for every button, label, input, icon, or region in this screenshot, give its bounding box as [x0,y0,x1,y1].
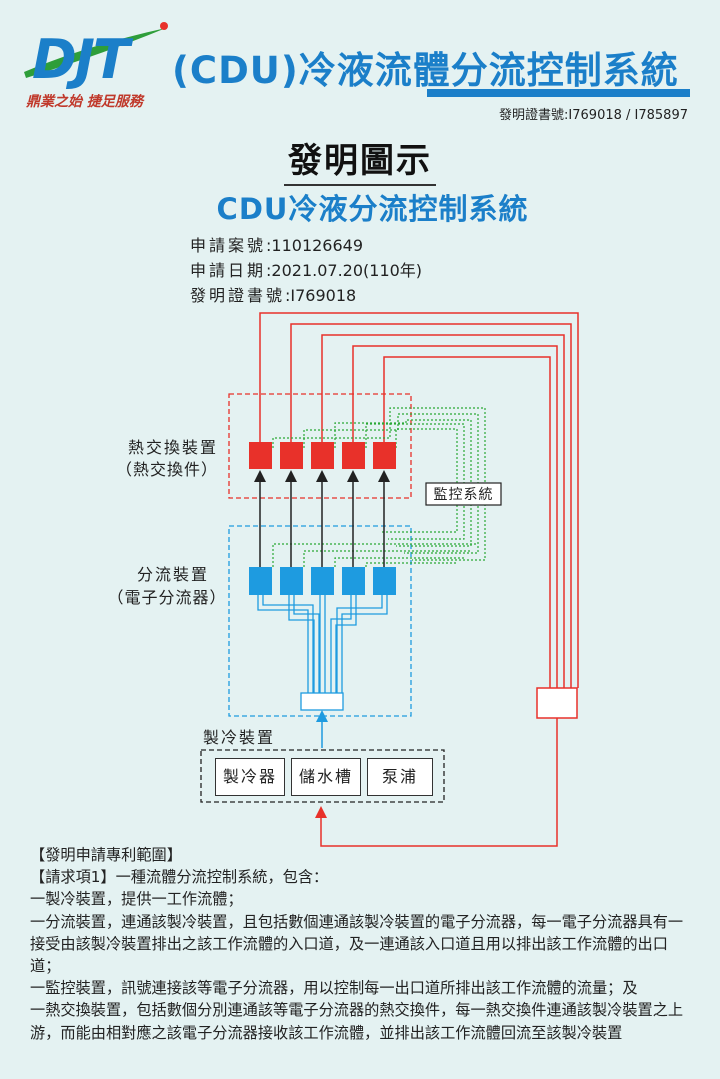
claim-line: 【請求項1】一種流體分流控制系統，包含： [30,868,329,887]
meta-value: I769018 [290,286,357,305]
manifold-box [300,692,344,711]
claims-section: 【發明申請專利範圍】 【請求項1】一種流體分流控制系統，包含： 一製冷裝置，提供… [30,844,696,1044]
heat-exchanger-label: 熱交換裝置 [127,438,218,457]
meta-value: 110126649 [271,236,364,255]
brand-title: (CDU)冷液流體分流控制系統 [172,49,679,92]
slogan: 鼎業之始 捷足服務 [26,94,143,110]
system-diagram [200,312,579,847]
monitor-signal-lines [272,407,486,567]
claim-line: 一分流裝置，連通該製冷裝置，且包括數個連通該製冷裝置的電子分流器，每一電子分流器… [30,912,684,976]
djt-logo: DJT [24,22,168,91]
meta-key: 發明證書號 [190,286,286,305]
blue-distribution-lines [257,595,388,693]
heat-exchanger-units [249,442,396,469]
meta-key: 申請案號 [190,236,267,255]
monitor-system-box [425,482,502,506]
pump-box: 泵浦 [367,758,433,796]
meta-row: 發明證書號:I769018 [190,286,357,305]
splitter-frame [228,525,412,717]
meta-row: 申請案號:110126649 [190,236,364,255]
figure-heading: 發明圖示 [0,133,720,186]
collector-box [536,687,578,719]
flow-arrows [254,470,390,567]
chiller-box: 製冷器 [215,758,285,796]
monitor-system-label: 監控系統 [433,487,494,503]
claim-line: 一熱交換裝置，包括數個分別連通該等電子分流器的熱交換件，每一熱交換件連通該製冷裝… [30,1001,684,1042]
meta-row: 申請日期:2021.07.20(110年) [190,261,423,280]
water-tank-box: 儲水槽 [291,758,361,796]
cooling-frame [200,749,445,803]
splitter-sublabel: （電子分流器） [107,588,227,607]
system-title: CDU冷液分流控制系統 [216,192,529,226]
heat-exchanger-sublabel: （熱交換件） [115,460,218,479]
meta-key: 申請日期 [190,261,267,280]
heat-exchanger-frame [228,393,412,499]
figure-heading-text: 發明圖示 [284,133,436,186]
cooling-label: 製冷裝置 [203,728,276,747]
svg-text:DJT: DJT [32,28,134,91]
claims-heading: 【發明申請專利範圍】 [30,846,182,864]
header-bar [427,89,690,97]
splitter-units [249,567,396,595]
patent-number: 發明證書號:I769018 / I785897 [499,108,688,123]
claim-line: 一監控裝置，訊號連接該等電子分流器，用以控制每一出口道所排出該工作流體的流量；及 [30,979,638,998]
red-return-lines [259,312,579,847]
meta-value: 2021.07.20(110年) [271,261,423,280]
splitter-label: 分流裝置 [136,565,209,584]
claim-line: 一製冷裝置，提供一工作流體； [30,890,243,909]
